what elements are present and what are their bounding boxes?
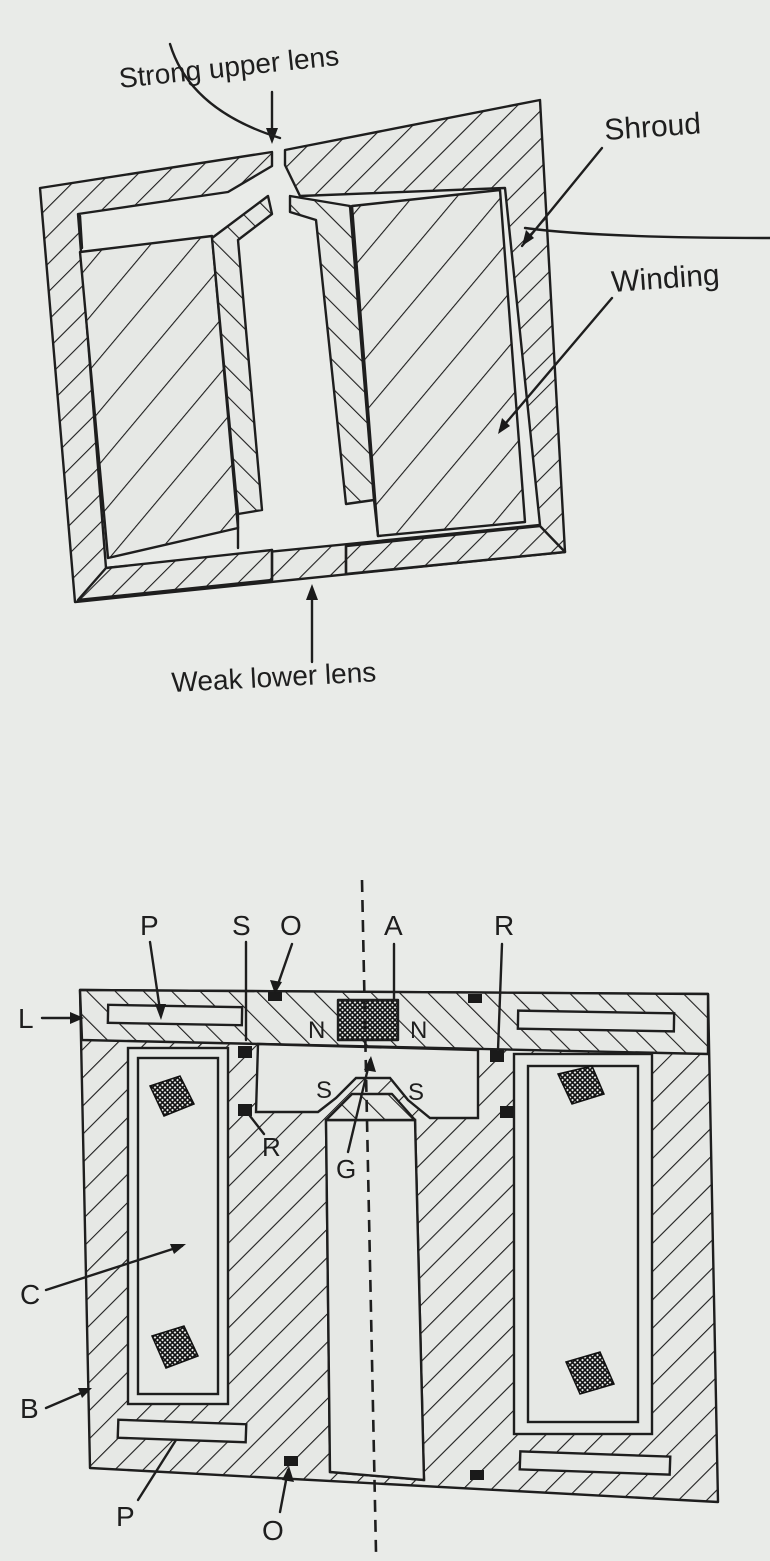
pole-piece-right <box>288 194 376 506</box>
coil-right-mesh-top <box>556 1065 606 1105</box>
seal-R-left <box>238 1104 252 1116</box>
winding-right <box>350 188 527 538</box>
seal-R-top <box>490 1050 504 1062</box>
label-O-bottom: O <box>262 1515 284 1546</box>
pole-tip <box>324 1092 417 1122</box>
label-O-top: O <box>280 910 302 941</box>
label-L: L <box>18 1003 34 1034</box>
pad-P-top-right <box>516 1009 676 1033</box>
shroud-label: Shroud <box>603 107 702 147</box>
label-B: B <box>20 1393 39 1424</box>
top-diagram: Strong upper lens Shroud Winding Weak lo… <box>38 40 770 698</box>
coil-left-mesh-bottom <box>150 1325 200 1369</box>
label-P-top: P <box>140 910 159 941</box>
label-N-left: N <box>308 1017 325 1044</box>
seal-S <box>238 1046 252 1058</box>
weak-lower-lens-label: Weak lower lens <box>171 656 377 698</box>
label-G: G <box>336 1154 356 1184</box>
label-A: A <box>384 910 403 941</box>
pole-cavity <box>254 1042 480 1120</box>
label-S-right: S <box>408 1079 424 1106</box>
pad-P-bottom-right <box>518 1450 672 1476</box>
insert-A <box>336 998 400 1042</box>
optical-axis <box>360 879 378 1553</box>
coil-left-inner <box>136 1056 220 1396</box>
seal-O-top-left <box>268 992 282 1001</box>
seal-O-bottom-right <box>470 1470 484 1480</box>
label-S-left: S <box>316 1077 332 1104</box>
bottom-diagram: P S O A R L N N S S R G C B P O <box>18 879 720 1553</box>
label-C: C <box>20 1279 40 1310</box>
strong-upper-lens-label: Strong upper lens <box>117 40 340 94</box>
seal-R-right <box>500 1106 514 1118</box>
label-P-bottom: P <box>116 1501 135 1532</box>
coil-left-mesh-top <box>148 1075 196 1117</box>
winding-arrow <box>498 296 614 432</box>
coil-right-mesh-bottom <box>564 1351 616 1395</box>
seal-O-top-right <box>468 994 482 1003</box>
label-N-right: N <box>410 1017 427 1044</box>
seal-O-bottom-left <box>284 1456 298 1466</box>
pad-P-top-left <box>106 1003 244 1027</box>
label-R-top: R <box>494 910 514 941</box>
winding-label: Winding <box>610 259 720 299</box>
winding-left <box>78 234 240 560</box>
label-R-left: R <box>262 1132 281 1162</box>
pad-P-bottom-left <box>116 1418 248 1444</box>
label-S: S <box>232 910 251 941</box>
